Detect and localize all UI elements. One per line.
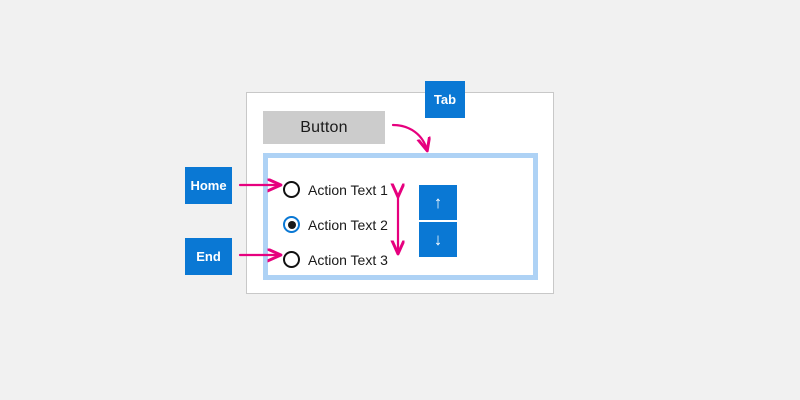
radio-option-3[interactable]: Action Text 3 [283,242,433,277]
key-badge-tab: Tab [425,81,465,118]
radio-option-label: Action Text 1 [308,181,388,198]
spinner-up-button[interactable]: ↑ [419,185,457,220]
spinner-down-button[interactable]: ↓ [419,222,457,257]
radio-option-label: Action Text 3 [308,251,388,268]
arrow-down-icon: ↓ [433,230,443,249]
arrow-up-icon: ↑ [433,193,443,212]
radio-unselected-icon[interactable] [283,181,300,198]
radio-option-2[interactable]: Action Text 2 [283,207,433,242]
radio-selected-icon[interactable] [283,216,300,233]
spinner-control: ↑ ↓ [419,185,457,257]
toolbar-button[interactable]: Button [263,111,385,144]
key-badge-home: Home [185,167,232,204]
radio-unselected-icon[interactable] [283,251,300,268]
action-radio-group[interactable]: Action Text 1 Action Text 2 Action Text … [283,172,433,277]
radio-option-1[interactable]: Action Text 1 [283,172,433,207]
key-badge-end: End [185,238,232,275]
radio-option-label: Action Text 2 [308,216,388,233]
